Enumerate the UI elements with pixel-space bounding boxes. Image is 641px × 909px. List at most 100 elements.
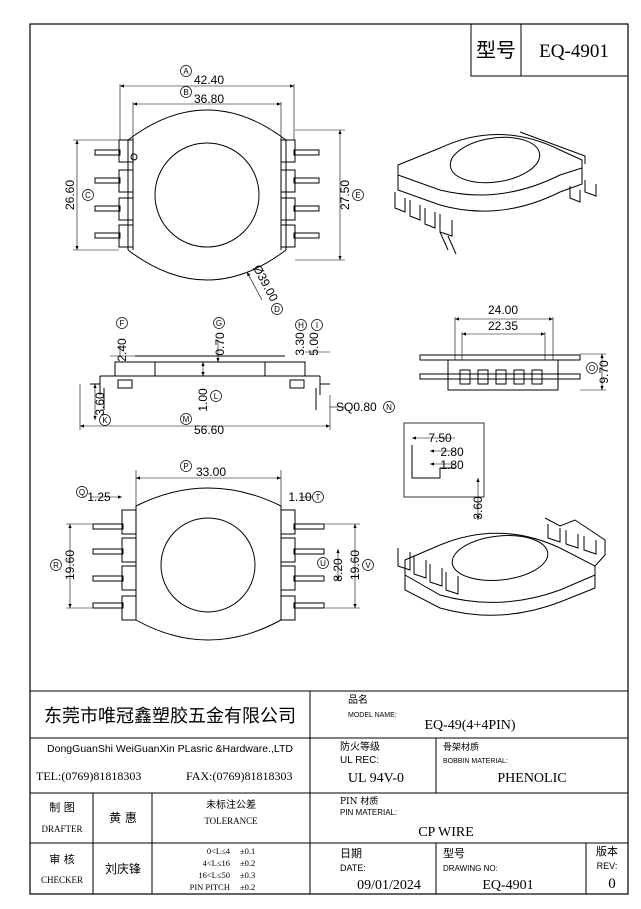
dim-r-letter: R bbox=[53, 561, 59, 570]
rev-label-cn: 版本 bbox=[596, 844, 618, 858]
bottom-view bbox=[66, 470, 360, 641]
sheet-border bbox=[29, 23, 629, 895]
title-block bbox=[30, 690, 628, 894]
detail-d4: 3.60 bbox=[471, 496, 485, 520]
side-view-labels: 2.40 F 0.70 G 3.30 H 5.00 I 3.60 K 1.00 … bbox=[93, 317, 395, 437]
dim-g-value: 0.70 bbox=[213, 332, 227, 356]
dim-p-value: 33.00 bbox=[196, 465, 226, 479]
bottom-view-labels: P 33.00 Q 1.25 1.10 T R 19.60 U 8.20 19.… bbox=[50, 460, 374, 582]
dim-l-letter: L bbox=[214, 392, 219, 401]
pin-label-cn: PIN 材质 bbox=[340, 795, 378, 807]
dim-v-letter: V bbox=[365, 561, 371, 570]
dim-n-value: SQ0.80 bbox=[336, 400, 377, 414]
model-label-cn: 品名 bbox=[348, 693, 368, 706]
dim-b-value: 36.80 bbox=[194, 92, 224, 106]
tol-row-1-tol: ±0.2 bbox=[240, 858, 255, 868]
tol-row-0-tol: ±0.1 bbox=[240, 846, 255, 856]
pin-value: CP WIRE bbox=[418, 825, 474, 840]
company-name-en: DongGuanShi WeiGuanXin PLasric &Hardware… bbox=[47, 743, 293, 755]
dim-q-value: 1.25 bbox=[87, 490, 111, 504]
title-box: 型号 EQ-4901 bbox=[470, 23, 629, 77]
dim-v-value: 19.60 bbox=[348, 550, 362, 580]
end-view-labels: 24.00 22.35 9.70 O bbox=[488, 303, 611, 384]
drafter-name: 黄 惠 bbox=[109, 811, 137, 825]
drawing-value: EQ-4901 bbox=[482, 878, 533, 893]
bobbin-value: PHENOLIC bbox=[497, 771, 566, 786]
top-view bbox=[73, 84, 345, 301]
title-block-text: 东莞市唯冠鑫塑胶五金有限公司 DongGuanShi WeiGuanXin PL… bbox=[36, 693, 618, 893]
dim-e-letter: E bbox=[355, 191, 360, 200]
dim-o-letter: O bbox=[589, 364, 595, 373]
dim-2235-value: 22.35 bbox=[488, 319, 518, 333]
dim-g-letter: G bbox=[216, 319, 222, 328]
dim-n-letter: N bbox=[386, 403, 392, 412]
tolerance-label-en: TOLERANCE bbox=[204, 816, 258, 826]
top-view-core-hole bbox=[154, 142, 260, 248]
drafter-label-cn: 制 图 bbox=[49, 801, 75, 814]
dim-k-letter: K bbox=[102, 416, 108, 425]
dim-u-letter: U bbox=[320, 559, 326, 568]
detail-view bbox=[403, 422, 485, 520]
dim-o-value: 9.70 bbox=[597, 360, 611, 384]
dim-b-letter: B bbox=[183, 88, 188, 97]
checker-name: 刘庆锋 bbox=[105, 862, 141, 876]
tolerance-label-cn: 未标注公差 bbox=[206, 798, 256, 811]
company-fax: FAX:(0769)81818303 bbox=[186, 769, 292, 783]
tol-row-0-range: 0<L≤4 bbox=[207, 846, 231, 856]
dim-f-value: 2.40 bbox=[115, 338, 129, 362]
iso-view-bottom bbox=[397, 517, 606, 616]
dim-t-value: 1.10 bbox=[288, 490, 312, 504]
dim-i-letter: I bbox=[316, 321, 318, 330]
title-box-label: 型号 bbox=[476, 38, 516, 62]
model-label-en: MODEL NAME: bbox=[348, 712, 397, 719]
dim-c-value: 26.60 bbox=[63, 180, 77, 210]
dim-f-letter: F bbox=[120, 319, 125, 328]
drawing-label-en: DRAWING NO: bbox=[443, 864, 498, 873]
rev-value: 0 bbox=[608, 876, 616, 892]
date-label-cn: 日期 bbox=[340, 847, 362, 860]
pin-label-en: PIN MATERIAL: bbox=[340, 808, 397, 817]
detail-d3: 1.80 bbox=[440, 458, 464, 472]
dim-t-letter: T bbox=[316, 493, 321, 502]
dim-p-letter: P bbox=[183, 462, 188, 471]
date-label-en: DATE: bbox=[340, 863, 366, 873]
dim-24-value: 24.00 bbox=[488, 303, 518, 317]
bobbin-label-en: BOBBIN MATERIAL: bbox=[443, 758, 508, 765]
checker-label-en: CHECKER bbox=[41, 875, 83, 885]
side-view bbox=[79, 340, 345, 430]
iso-view-top bbox=[394, 131, 597, 255]
checker-label-cn: 审 核 bbox=[49, 852, 75, 866]
bobbin-label-cn: 骨架材质 bbox=[443, 741, 479, 753]
top-view-left-pins bbox=[94, 139, 134, 248]
tol-row-1-range: 4<L≤16 bbox=[203, 858, 230, 868]
tol-row-3-tol: ±0.2 bbox=[240, 882, 255, 892]
dim-h-letter: H bbox=[298, 321, 304, 330]
dim-q-letter: Q bbox=[79, 488, 85, 497]
title-box-value: EQ-4901 bbox=[539, 41, 609, 62]
dim-a-letter: A bbox=[183, 67, 189, 76]
detail-d1: 7.50 bbox=[428, 431, 452, 445]
company-name-cn: 东莞市唯冠鑫塑胶五金有限公司 bbox=[44, 706, 296, 727]
dim-a-value: 42.40 bbox=[194, 73, 224, 87]
date-value: 09/01/2024 bbox=[357, 878, 421, 893]
model-value: EQ-49(4+4PIN) bbox=[424, 718, 515, 733]
dim-c-letter: C bbox=[85, 191, 91, 200]
top-view-right-pins bbox=[280, 139, 320, 248]
dim-k-value: 3.60 bbox=[93, 392, 107, 416]
dim-e-value: 27.50 bbox=[338, 180, 352, 210]
tol-row-3-range: PIN PITCH bbox=[190, 882, 230, 892]
dim-i-value: 5.00 bbox=[307, 332, 321, 356]
dim-h-value: 3.30 bbox=[293, 332, 307, 356]
top-view-labels: A 42.40 B 36.80 26.60 C 27.50 E Ø39.00 D bbox=[63, 65, 364, 315]
dim-u-value: 8.20 bbox=[331, 558, 345, 582]
dim-m-letter: M bbox=[183, 415, 190, 424]
ul-label-en: UL REC: bbox=[340, 755, 379, 766]
detail-view-labels: 7.50 2.80 1.80 3.60 bbox=[428, 431, 485, 520]
dim-r-value: 19.60 bbox=[63, 550, 77, 580]
tol-row-2-range: 16<L≤50 bbox=[198, 870, 230, 880]
ul-value: UL 94V-0 bbox=[348, 771, 404, 786]
end-view bbox=[419, 317, 606, 391]
tol-row-2-tol: ±0.3 bbox=[240, 870, 255, 880]
drawing-label-cn: 型号 bbox=[443, 846, 465, 860]
